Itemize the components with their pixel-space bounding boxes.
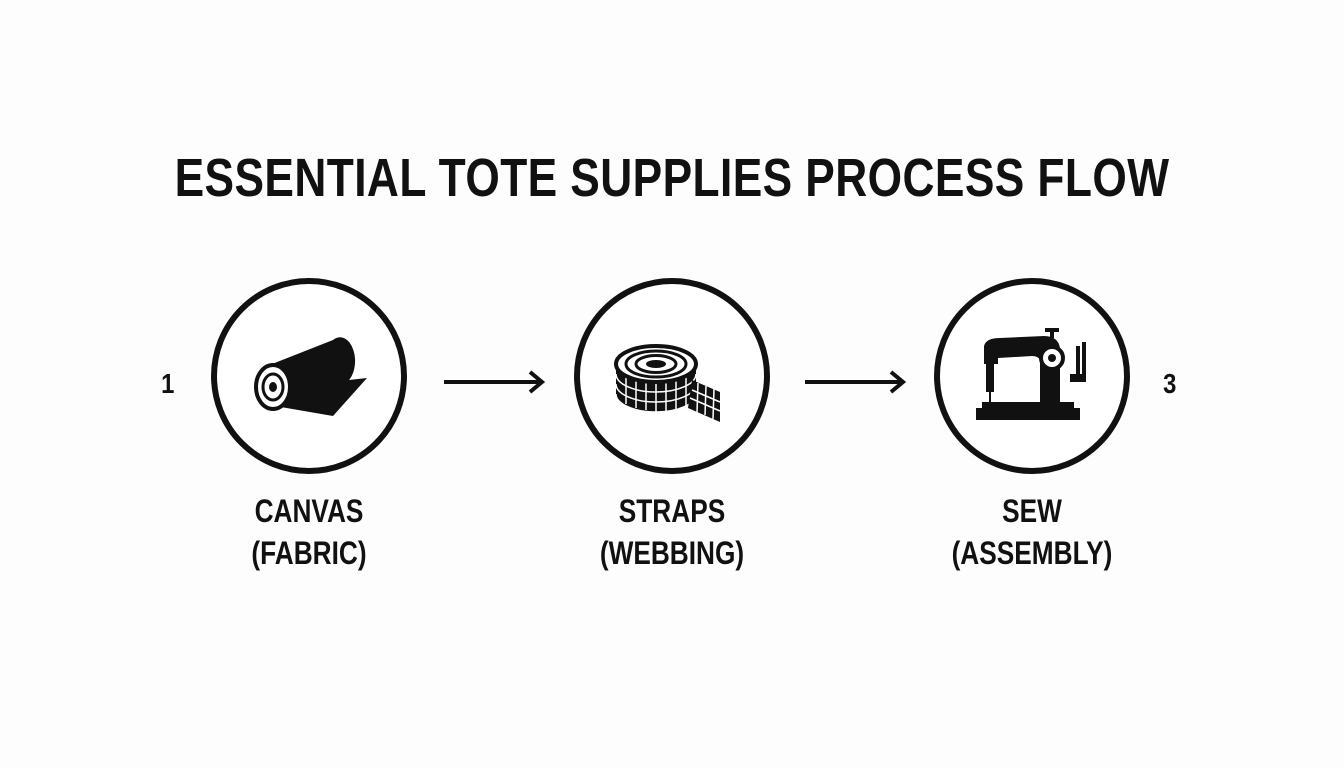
step-straps: STRAPS (WEBBING) bbox=[574, 278, 770, 571]
step-sew-subtitle: (ASSEMBLY) bbox=[951, 535, 1113, 571]
sewing-machine-icon bbox=[976, 328, 1086, 420]
step-sew-circle bbox=[934, 278, 1130, 474]
step-sew-title: SEW bbox=[1002, 493, 1062, 529]
step-canvas-title: CANVAS bbox=[254, 493, 364, 529]
step-number-first: 1 bbox=[161, 368, 175, 399]
step-straps-subtitle: (WEBBING) bbox=[599, 535, 745, 571]
webbing-roll-icon bbox=[614, 344, 721, 422]
flow-arrow-1 bbox=[444, 370, 546, 394]
step-canvas: CANVAS (FABRIC) bbox=[211, 278, 407, 571]
diagram-title: ESSENTIAL TOTE SUPPLIES PROCESS FLOW bbox=[174, 148, 1170, 208]
step-number-last: 3 bbox=[1163, 368, 1177, 399]
step-straps-title: STRAPS bbox=[618, 493, 726, 529]
step-sew: SEW (ASSEMBLY) bbox=[934, 278, 1130, 571]
step-straps-circle bbox=[574, 278, 770, 474]
fabric-roll-icon bbox=[254, 337, 367, 416]
flow-arrow-2 bbox=[805, 370, 907, 394]
step-canvas-subtitle: (FABRIC) bbox=[251, 535, 367, 571]
step-canvas-circle bbox=[211, 278, 407, 474]
